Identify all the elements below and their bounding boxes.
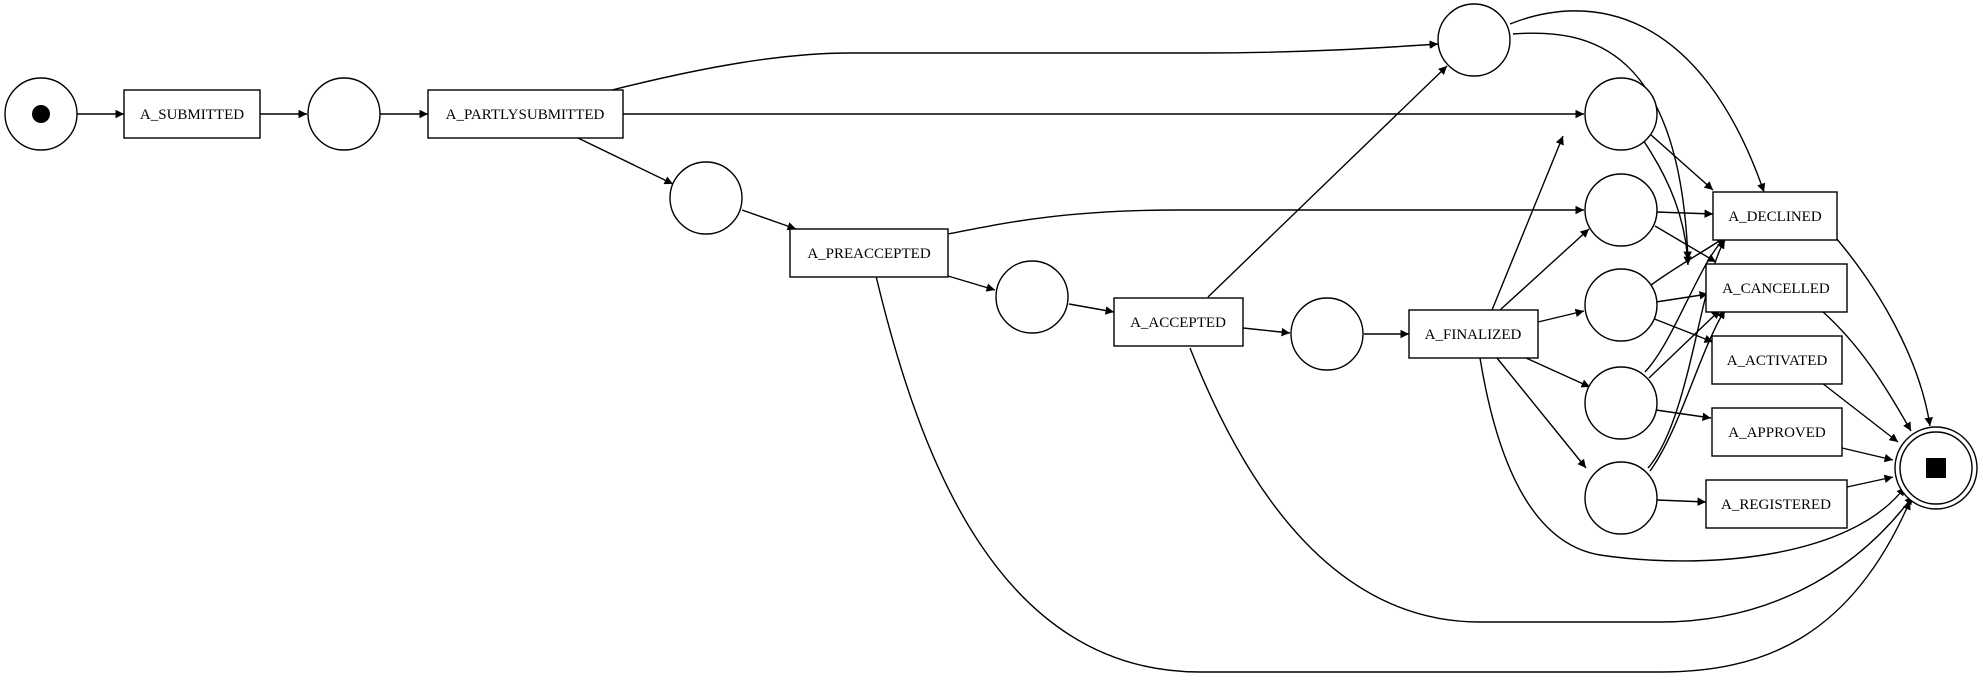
arc-p3-to-accepted	[1068, 303, 1115, 315]
end-marker	[1926, 458, 1946, 478]
arc-finalized-to-p7	[1499, 228, 1590, 311]
transition-activated-label: A_ACTIVATED	[1727, 353, 1828, 369]
arc-p7-to-cancelled	[1654, 225, 1717, 263]
arc-p5-to-cancelled	[1512, 32, 1692, 261]
arc-preaccepted-to-p3	[947, 275, 996, 292]
transition-finalized: A_FINALIZED	[1408, 309, 1539, 359]
arc-p6-to-declined	[1649, 133, 1714, 191]
arc-p9-to-approved	[1655, 409, 1712, 421]
place-p3	[995, 260, 1069, 334]
transition-submitted-label: A_SUBMITTED	[140, 107, 244, 123]
place-p7	[1584, 173, 1658, 247]
transition-partlysubmitted: A_PARTLYSUBMITTED	[427, 89, 624, 139]
transition-activated: A_ACTIVATED	[1711, 335, 1843, 385]
arc-p8-to-activated	[1651, 317, 1714, 343]
arc-accepted-to-p4	[1242, 327, 1291, 337]
arc-accepted-to-p5	[1207, 65, 1448, 298]
arc-p5-to-declined	[1509, 10, 1766, 193]
place-p1	[307, 77, 381, 151]
arc-finalized-to-p8	[1537, 308, 1585, 323]
transition-declined: A_DECLINED	[1712, 191, 1838, 241]
transition-registered-label: A_REGISTERED	[1721, 497, 1831, 513]
arc-preaccepted-to-end	[875, 275, 1911, 673]
transition-cancelled: A_CANCELLED	[1705, 263, 1848, 313]
arc-partlysubmitted-to-p2	[577, 137, 674, 185]
arc-preaccepted-to-p7	[947, 205, 1584, 235]
arc-finalized-to-p10	[1496, 357, 1587, 469]
place-p6	[1584, 77, 1658, 151]
place-p2	[669, 161, 743, 235]
arc-p10-to-cancelled	[1649, 309, 1726, 472]
arc-p10-to-registered	[1656, 497, 1707, 506]
arc-finalized-to-p6	[1491, 135, 1564, 311]
transition-approved: A_APPROVED	[1711, 407, 1843, 457]
arc-accepted-to-end	[1189, 347, 1914, 623]
transition-cancelled-label: A_CANCELLED	[1722, 281, 1830, 297]
transition-preaccepted: A_PREACCEPTED	[789, 228, 949, 278]
place-p10	[1584, 461, 1658, 535]
arc-partlysubmitted-to-p5	[611, 40, 1439, 91]
transition-partlysubmitted-label: A_PARTLYSUBMITTED	[446, 107, 605, 123]
place-p5	[1437, 3, 1511, 77]
arc-p8-to-cancelled	[1655, 291, 1709, 303]
arc-p6-to-cancelled	[1642, 139, 1692, 266]
arc-p7-to-declined	[1655, 209, 1714, 218]
transition-accepted-label: A_ACCEPTED	[1130, 315, 1226, 331]
arc-finalized-to-p9	[1525, 357, 1591, 388]
arc-approved-to-end	[1841, 447, 1894, 463]
transition-submitted: A_SUBMITTED	[123, 89, 261, 139]
arc-p2-to-preaccepted	[741, 209, 797, 231]
arc-activated-to-end	[1821, 382, 1899, 443]
place-p4	[1290, 297, 1364, 371]
arc-registered-to-end	[1846, 474, 1894, 488]
arc-finalized-to-end	[1479, 357, 1906, 562]
transition-registered: A_REGISTERED	[1705, 479, 1848, 529]
arc-cancelled-to-end	[1821, 310, 1912, 432]
transition-preaccepted-label: A_PREACCEPTED	[807, 246, 931, 262]
arc-p9-to-cancelled	[1648, 309, 1721, 379]
place-p9	[1584, 366, 1658, 440]
place-p8	[1584, 268, 1658, 342]
transition-finalized-label: A_FINALIZED	[1425, 327, 1522, 343]
transition-accepted: A_ACCEPTED	[1113, 297, 1244, 347]
transition-approved-label: A_APPROVED	[1728, 425, 1826, 441]
arc-p10-to-declined	[1647, 239, 1726, 469]
start-token	[32, 105, 50, 123]
arc-declined-to-end	[1835, 237, 1933, 427]
transition-declined-label: A_DECLINED	[1728, 209, 1821, 225]
